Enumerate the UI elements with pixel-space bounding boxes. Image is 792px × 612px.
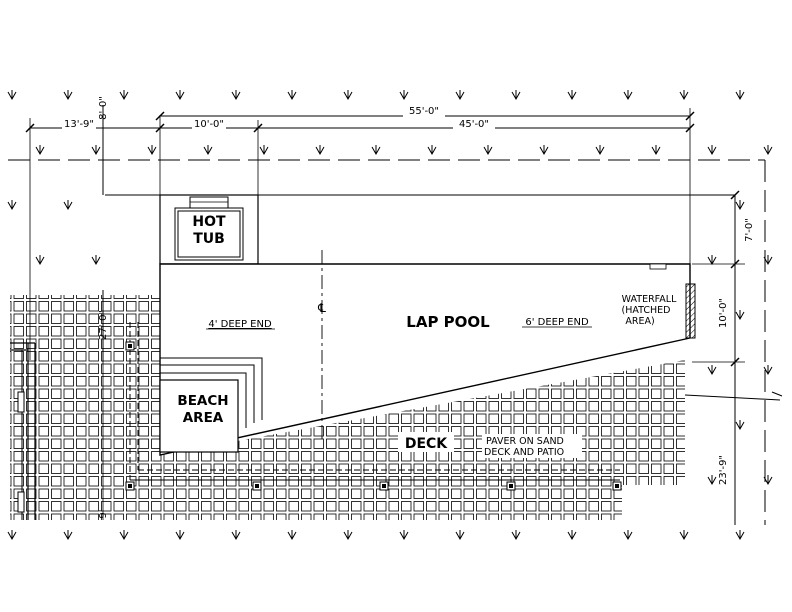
grass-symbol	[483, 145, 493, 156]
grass-symbol	[7, 90, 17, 101]
grass-symbol	[35, 145, 45, 156]
grass-symbol	[203, 145, 213, 156]
grass-symbol	[455, 530, 465, 541]
grass-symbol	[231, 530, 241, 541]
dim-right-bottom: 23'-9"	[718, 455, 729, 485]
pool-label: LAP POOL	[406, 313, 490, 331]
dimension-labels: 55'-0" 10'-0" 45'-0" 13'-9" 8'-0" 7'-0" …	[62, 96, 755, 519]
grass-symbol	[175, 90, 185, 101]
dim-overall-width: 55'-0"	[409, 106, 439, 117]
grass-symbol	[231, 90, 241, 101]
grass-symbol	[511, 90, 521, 101]
grass-symbol	[679, 530, 689, 541]
grass-symbol	[343, 90, 353, 101]
grass-symbol	[91, 145, 101, 156]
grass-symbol	[595, 145, 605, 156]
grass-symbol	[567, 90, 577, 101]
grass-symbol	[63, 200, 73, 211]
grass-symbol	[91, 255, 101, 266]
grass-symbol	[707, 145, 717, 156]
grass-symbol	[735, 200, 745, 211]
grass-symbol	[623, 530, 633, 541]
grass-symbol	[399, 530, 409, 541]
grass-symbol	[35, 255, 45, 266]
grass-symbol	[399, 90, 409, 101]
grass-symbol	[707, 475, 717, 486]
dim-left-depth: 27'-0"	[98, 310, 109, 340]
grass-symbol	[651, 145, 661, 156]
shallow-end-label: 4' DEEP END	[208, 319, 272, 330]
grass-symbol	[763, 365, 773, 376]
grass-symbol	[63, 90, 73, 101]
grass-symbol	[735, 90, 745, 101]
grass-symbol	[511, 530, 521, 541]
grass-symbol	[707, 365, 717, 376]
paver-label-line1: PAVER ON SAND	[486, 436, 564, 447]
grass-symbol	[259, 145, 269, 156]
centerline-symbol: ℄	[317, 301, 326, 315]
grass-symbol	[371, 145, 381, 156]
paver-label-line2: DECK AND PATIO	[484, 447, 564, 458]
grass-symbol	[287, 90, 297, 101]
grass-symbol	[679, 90, 689, 101]
grass-symbol	[119, 530, 129, 541]
hot-tub: HOT TUB	[159, 194, 259, 265]
waterfall-label-line3: AREA)	[625, 316, 654, 327]
dim-pool-width: 45'-0"	[459, 119, 489, 130]
grass-symbol	[735, 530, 745, 541]
grass-symbol	[567, 530, 577, 541]
dim-right-top: 7'-0"	[744, 218, 755, 242]
dim-right-pool: 10'-0"	[718, 298, 729, 328]
grass-symbol	[343, 530, 353, 541]
hot-tub-label-line1: HOT	[192, 214, 226, 230]
grass-symbol	[7, 530, 17, 541]
hot-tub-label-line2: TUB	[193, 231, 225, 247]
deck-posts	[125, 341, 622, 491]
deck-labels: DECK PAVER ON SAND DECK AND PATIO	[398, 432, 582, 458]
grass-symbol	[63, 530, 73, 541]
waterfall-label-line2: (HATCHED	[622, 305, 671, 316]
house-wall	[10, 342, 36, 520]
grass-symbol	[175, 530, 185, 541]
grass-symbol	[707, 255, 717, 266]
grass-symbol	[427, 145, 437, 156]
dim-left-offset: 13'-9"	[64, 119, 94, 130]
grass-symbol	[735, 420, 745, 431]
grass-symbol	[7, 200, 17, 211]
waterfall-hatch	[685, 283, 696, 339]
grass-symbol	[287, 530, 297, 541]
deep-end-label: 6' DEEP END	[525, 317, 589, 328]
grass-symbol	[119, 90, 129, 101]
grass-symbol	[147, 145, 157, 156]
grass-symbol	[623, 90, 633, 101]
grass-symbol	[735, 310, 745, 321]
grass-symbol	[315, 145, 325, 156]
grass-symbol	[455, 90, 465, 101]
beach-area: BEACH AREA	[159, 357, 263, 453]
dim-bottom-left: 9'	[98, 509, 109, 518]
grass-symbol	[763, 145, 773, 156]
deck-label: DECK	[405, 436, 448, 452]
dim-top-offset: 8'-0"	[98, 96, 109, 120]
dim-hot-tub-width: 10'-0"	[194, 119, 224, 130]
beach-label-line2: AREA	[183, 410, 224, 426]
dimension-lines	[25, 105, 745, 520]
beach-label-line1: BEACH	[177, 393, 228, 409]
grass-symbol	[539, 145, 549, 156]
lawn-grass-symbols	[7, 90, 773, 541]
waterfall-label-line1: WATERFALL	[622, 294, 677, 305]
